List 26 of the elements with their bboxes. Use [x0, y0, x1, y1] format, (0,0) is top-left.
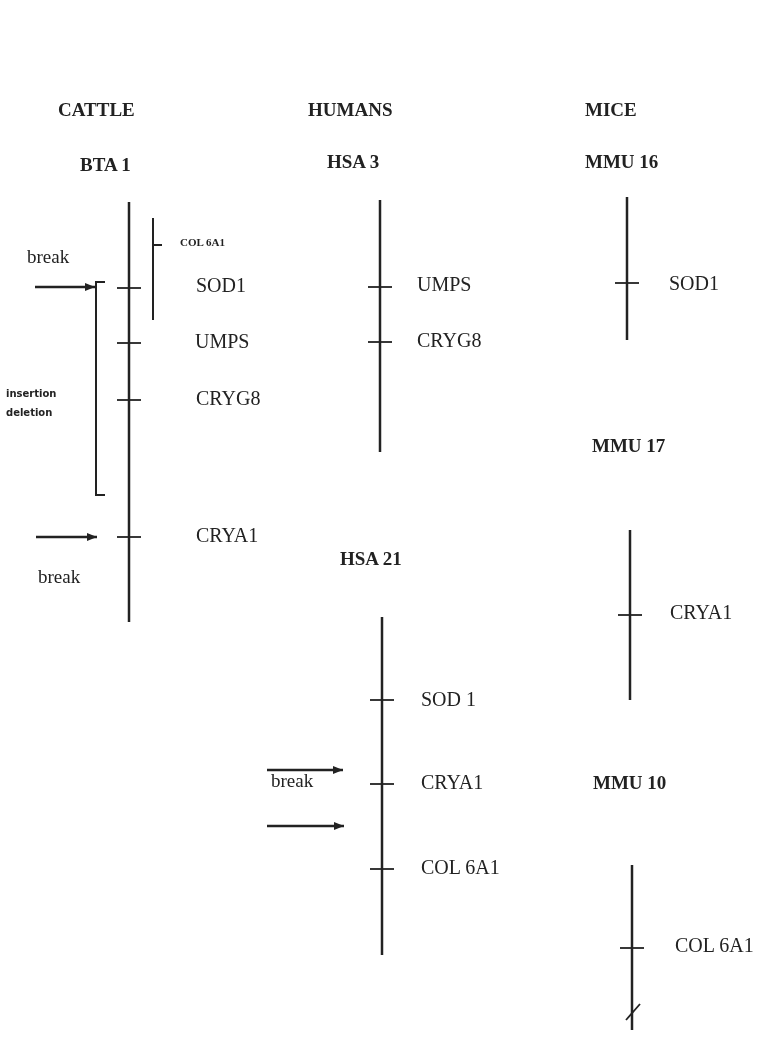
gene-name: UMPS: [195, 330, 250, 352]
species-heading: HUMANS: [308, 99, 393, 121]
gene-name: CRYG8: [417, 329, 482, 351]
chromosome-name: BTA 1: [80, 154, 131, 176]
gene-name: SOD1: [196, 274, 246, 296]
gene-name: UMPS: [417, 273, 472, 295]
gene-name: CRYA1: [670, 601, 733, 623]
chromosome-name: HSA 21: [340, 548, 402, 570]
break-label: break: [271, 770, 314, 792]
gene-name: CRYA1: [196, 524, 259, 546]
gene-name: SOD1: [669, 272, 719, 294]
rearrangement-label: insertion deletion: [6, 387, 58, 420]
gene-name: CRYG8: [196, 387, 261, 409]
gene-name: CRYA1: [421, 771, 484, 793]
gene-name: COL 6A1: [421, 856, 500, 878]
chromosome-name: MMU 16: [585, 151, 659, 173]
chromosome-name: MMU 10: [593, 772, 667, 794]
species-heading: CATTLE: [58, 99, 135, 121]
gene-name: SOD 1: [421, 688, 476, 710]
break-label: break: [27, 246, 70, 268]
gene-name: COL 6A1: [675, 934, 754, 956]
chromosome-name: HSA 3: [327, 151, 380, 173]
species-heading: MICE: [585, 99, 637, 121]
chromosome-name: MMU 17: [592, 435, 666, 457]
break-label: break: [38, 566, 81, 588]
gene-name: COL 6A1: [180, 236, 225, 249]
